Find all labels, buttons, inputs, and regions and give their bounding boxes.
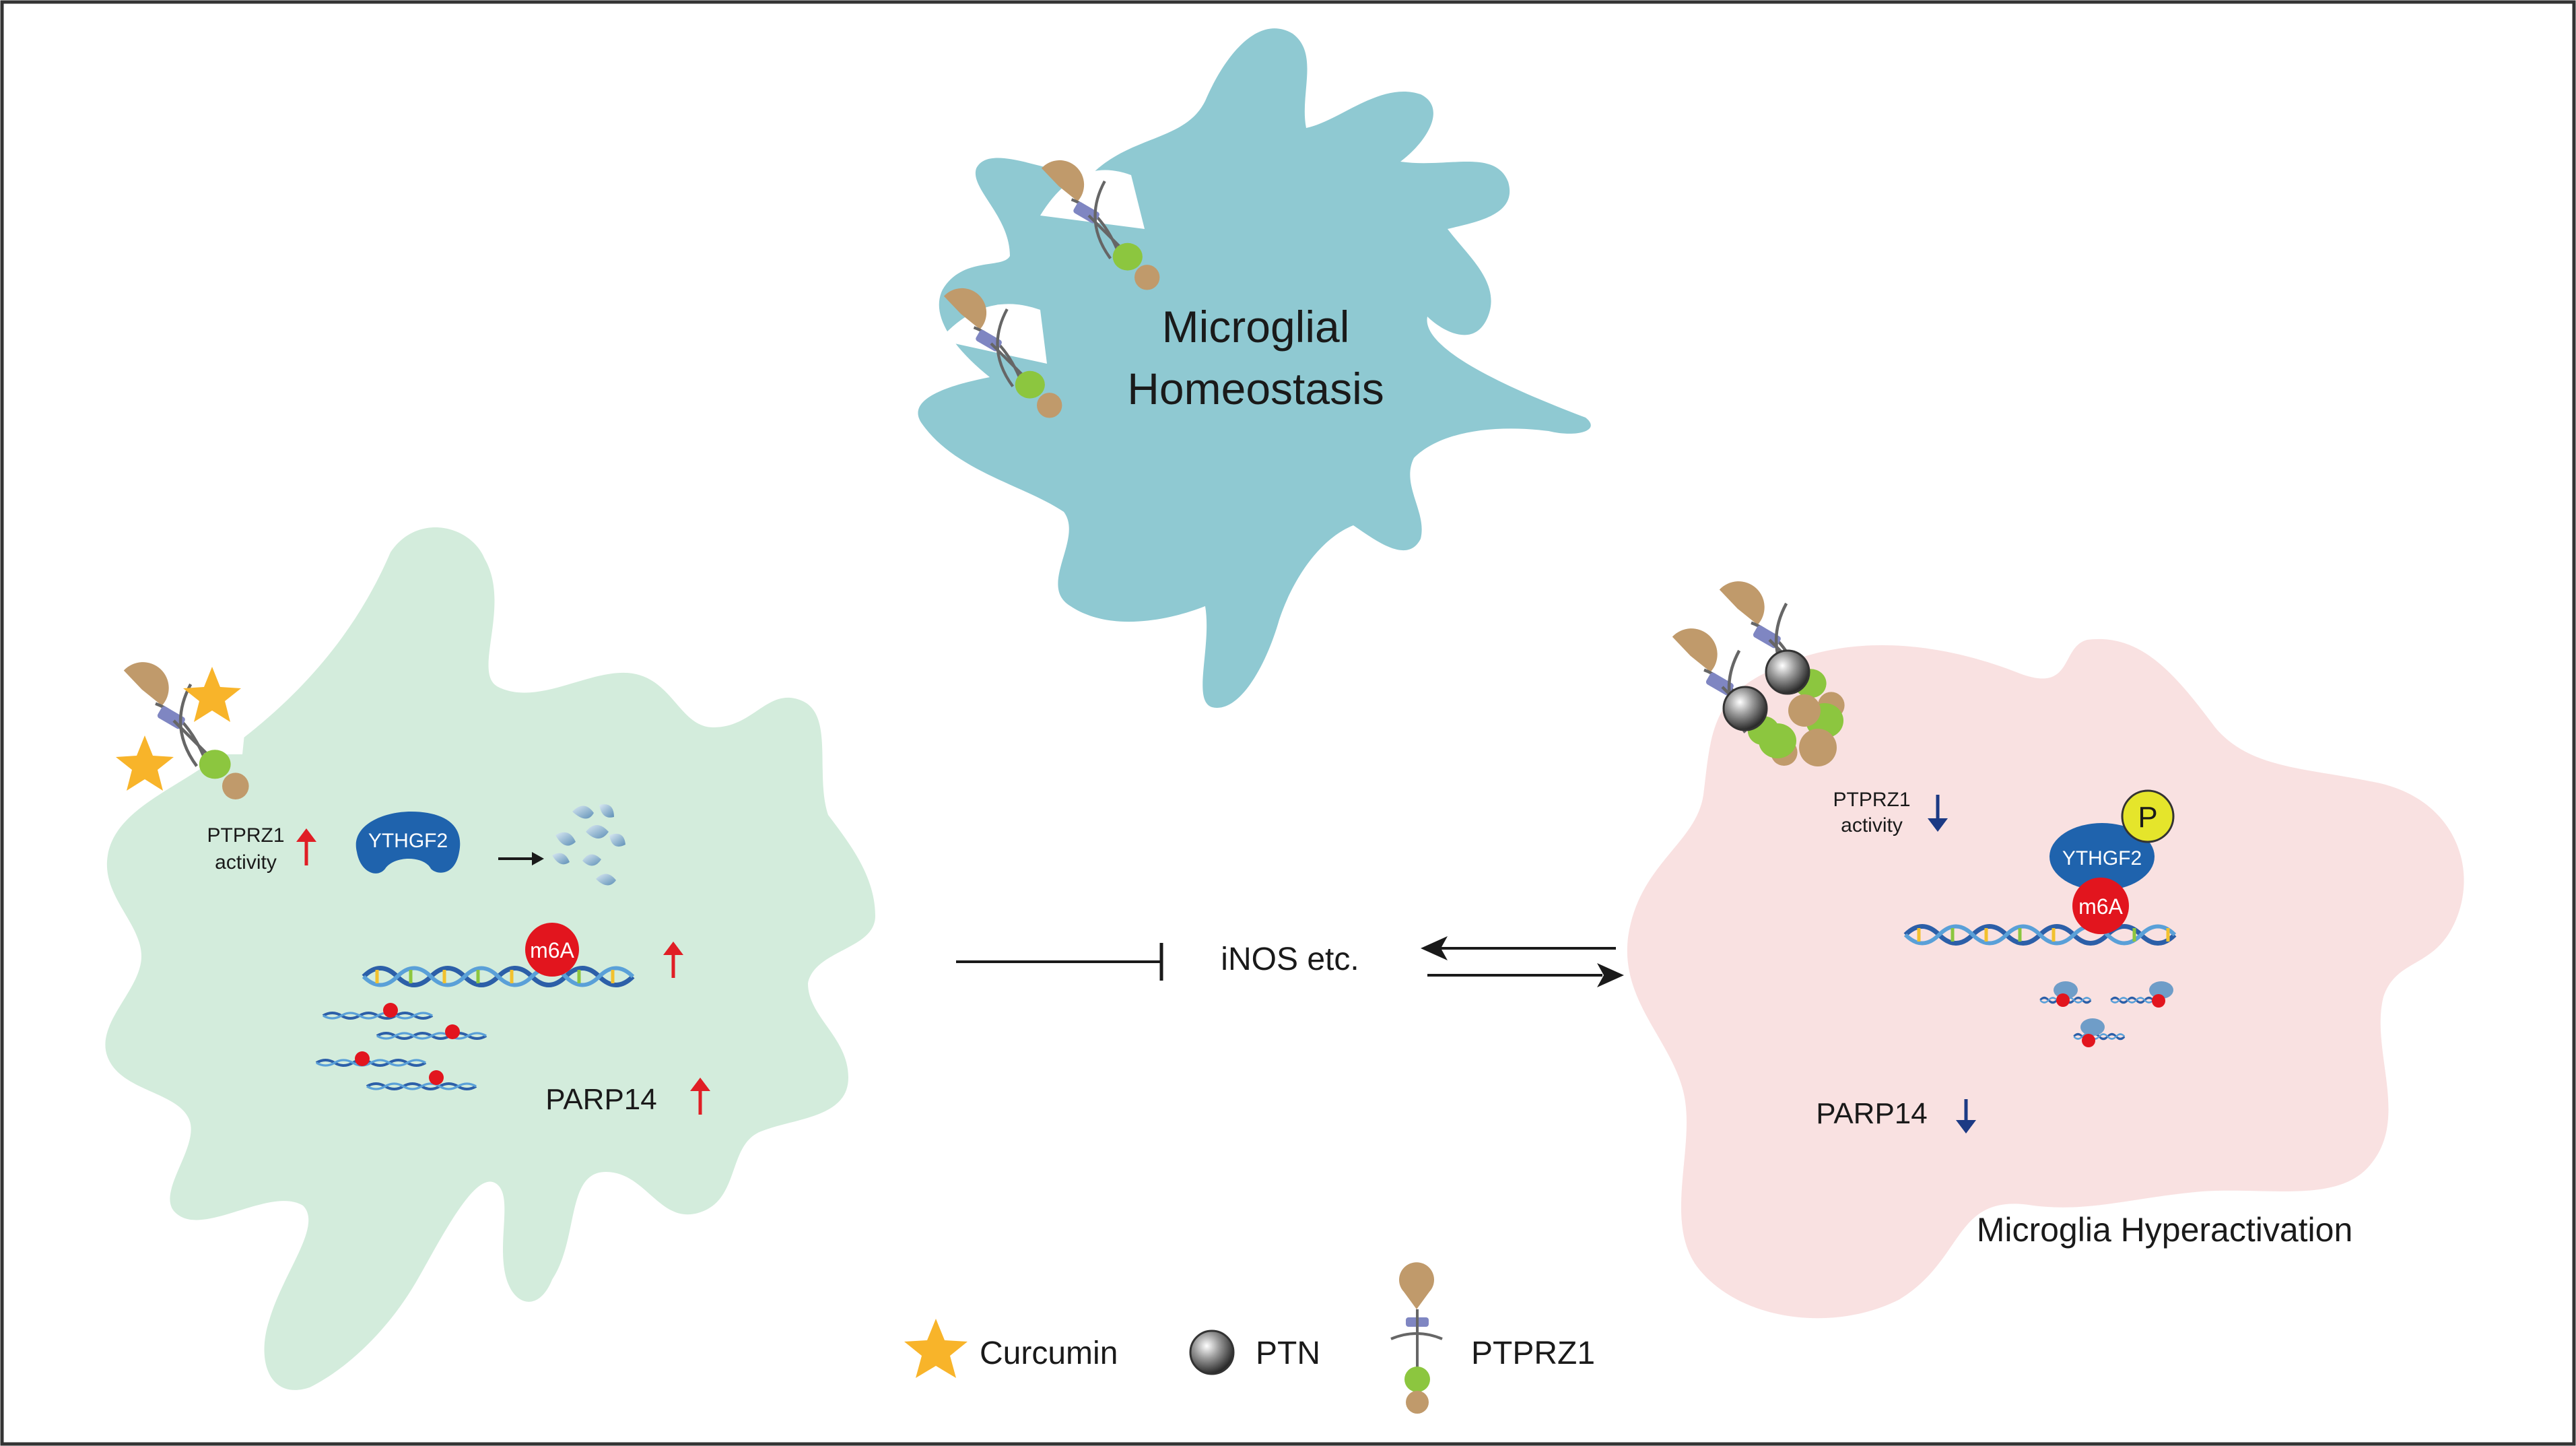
homeostasis-title-line2: Homeostasis — [1127, 364, 1384, 414]
legend-ptprz1-icon — [1390, 1262, 1443, 1414]
up-arrow-icon — [690, 1078, 710, 1115]
reversible-arrows-icon — [1421, 936, 1624, 987]
legend-ptn-icon — [1189, 1329, 1235, 1375]
m6a-mark-icon — [525, 923, 579, 977]
curcumin-ptprz1-label-line1: PTPRZ1 — [207, 824, 284, 847]
up-arrow-icon — [296, 828, 316, 865]
mrna-helix-icon — [362, 966, 635, 987]
mrna-strands-icon — [316, 1003, 486, 1089]
degradation-arrow-icon — [498, 852, 544, 865]
inos-label: iNOS etc. — [1221, 942, 1359, 977]
bound-transcripts-icon — [2039, 981, 2173, 1047]
hyperactivation-caption: Microglia Hyperactivation — [1977, 1211, 2353, 1249]
m6a-label: m6A — [530, 938, 574, 962]
hyper-ptprz1-label-line1: PTPRZ1 — [1833, 789, 1910, 811]
inos-center: iNOS etc. — [956, 936, 1624, 987]
hyperactivation-cell-body — [1627, 638, 2464, 1319]
ythgf2-icon — [355, 812, 461, 874]
curcumin-star-icon — [116, 735, 174, 791]
hyper-parp14-label: PARP14 — [1816, 1097, 1928, 1130]
homeostasis-cell: Microglial Homeostasis — [918, 28, 1591, 708]
curcumin-ptprz1-label-line2: activity — [215, 851, 277, 874]
ptn-ball-icon — [1765, 649, 1810, 695]
ptn-ball-icon — [1722, 686, 1768, 731]
legend-curcumin-label: Curcumin — [980, 1336, 1118, 1371]
legend: Curcumin PTN PTPRZ1 — [904, 1262, 1595, 1414]
down-arrow-icon — [1956, 1099, 1976, 1133]
hyper-m6a-label: m6A — [2078, 894, 2123, 919]
hyper-ptprz1-label-line2: activity — [1841, 814, 1903, 836]
phospho-label: P — [2138, 801, 2157, 834]
legend-ptprz1-label: PTPRZ1 — [1471, 1336, 1595, 1371]
curcumin-parp14-label: PARP14 — [545, 1083, 657, 1116]
ythgf2-label: YTHGF2 — [368, 830, 448, 852]
phospho-icon — [2121, 789, 2175, 843]
hyper-ythgf2-label: YTHGF2 — [2062, 847, 2142, 869]
legend-curcumin-star-icon — [904, 1319, 968, 1378]
homeostasis-title-line1: Microglial — [1162, 302, 1350, 352]
down-arrow-icon — [1928, 795, 1948, 832]
rna-fragments-icon — [552, 804, 625, 886]
curcumin-cell: PTPRZ1 activity YTHGF2 — [105, 527, 875, 1390]
mrna-helix-icon — [1903, 924, 2177, 946]
legend-ptn-label: PTN — [1256, 1336, 1320, 1371]
hyperactivation-cell: PTPRZ1 activity YTHGF2 P m6A — [1627, 577, 2464, 1319]
curcumin-cell-body — [105, 527, 875, 1390]
ythgf2-icon — [2049, 823, 2155, 890]
up-arrow-icon — [663, 942, 683, 978]
m6a-mark-icon — [2072, 878, 2129, 934]
curcumin-star-icon — [183, 667, 241, 722]
